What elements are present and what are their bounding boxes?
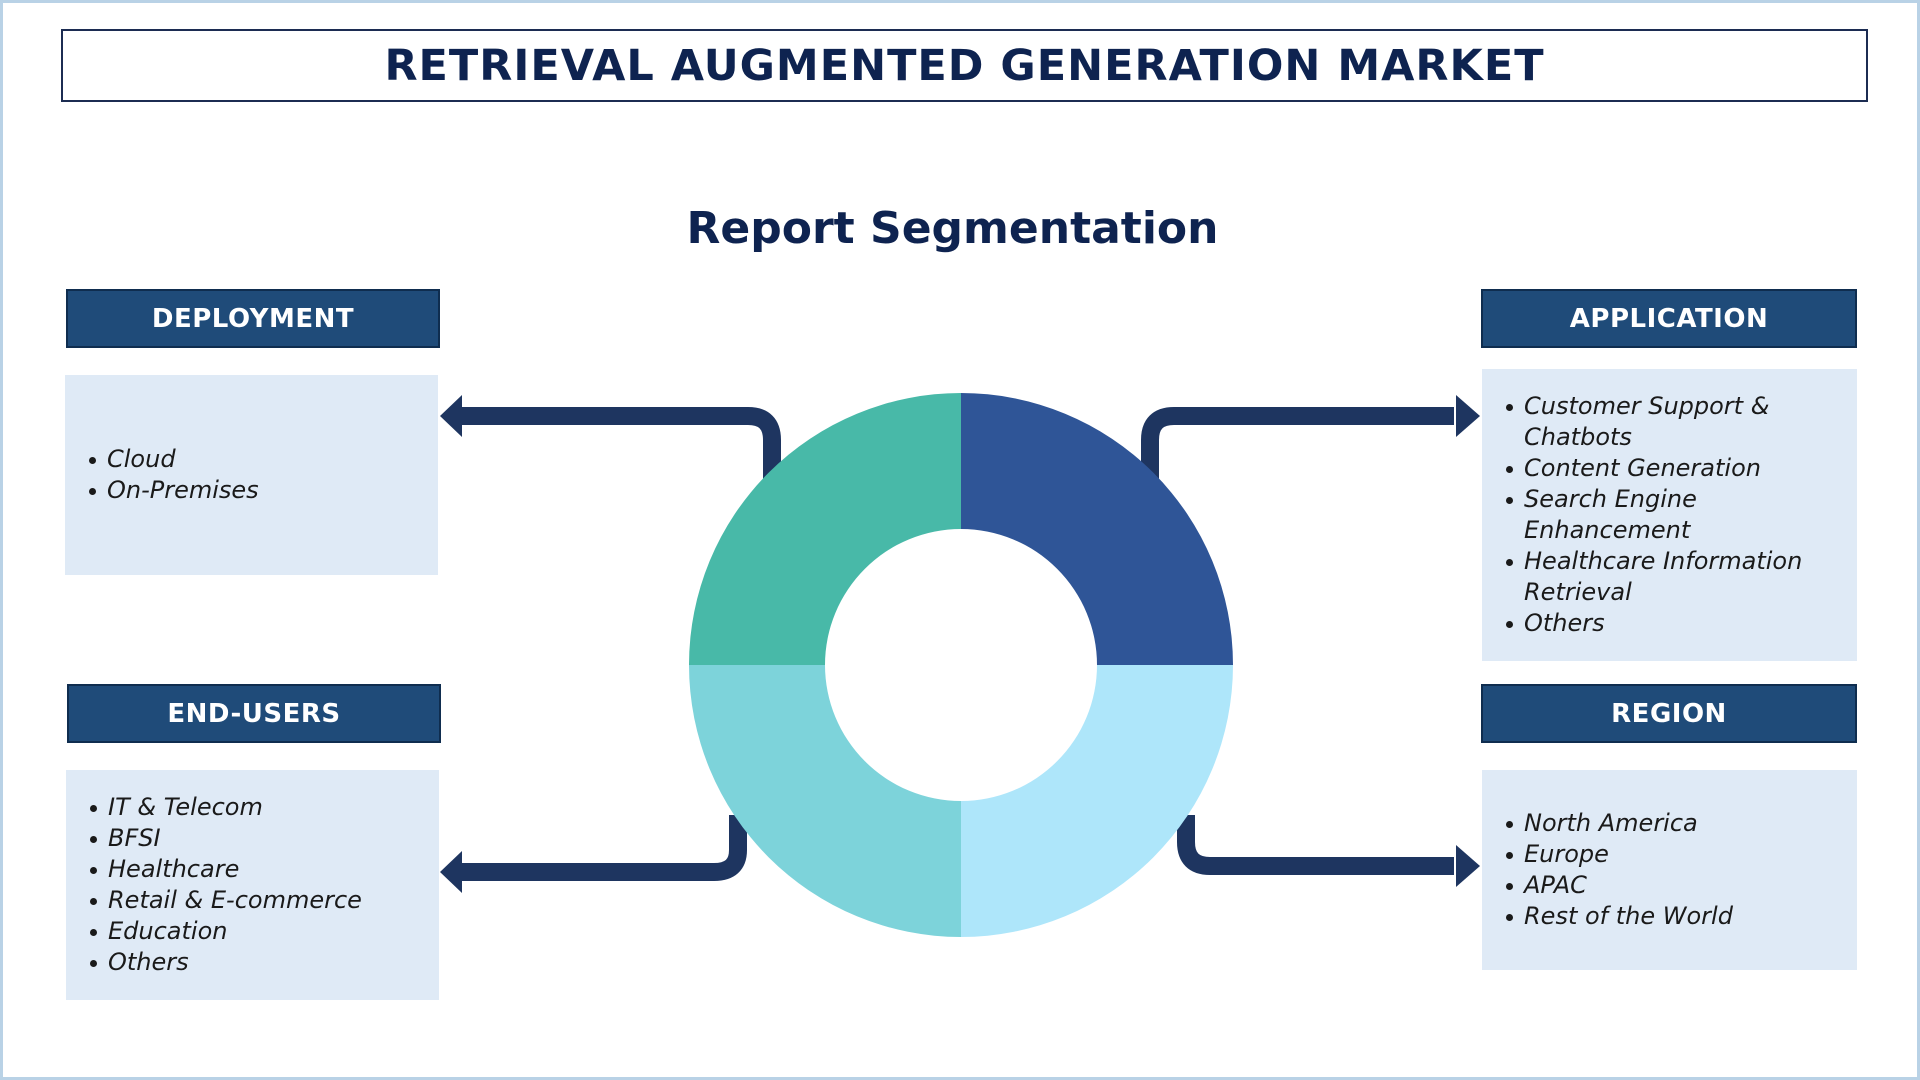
list-item: Customer Support & Chatbots [1506,391,1857,453]
donut-segment-light [961,665,1233,937]
list-item: Cloud [89,444,438,475]
donut-segment-teal [689,393,961,665]
list-item: Others [1506,608,1857,639]
list-item: Content Generation [1506,453,1857,484]
list-item: Retail & E-commerce [90,885,439,916]
connector-application [1141,407,1454,482]
list-item: Education [90,916,439,947]
region-header: REGION [1481,684,1857,743]
list-item: Others [90,947,439,978]
deployment-header: DEPLOYMENT [66,289,440,348]
list-item: IT & Telecom [90,792,439,823]
list-item: Europe [1506,839,1857,870]
title-banner: RETRIEVAL AUGMENTED GENERATION MARKET [61,29,1868,102]
connectors-group [440,395,1480,893]
page-title: RETRIEVAL AUGMENTED GENERATION MARKET [384,40,1545,91]
section-subtitle: Report Segmentation [686,203,1219,254]
list-item: On-Premises [89,475,438,506]
connector-end-users [458,815,747,881]
list-item: Healthcare Information Retrieval [1506,546,1857,608]
list-item: BFSI [90,823,439,854]
list-item: Rest of the World [1506,901,1857,932]
list-item: Search Engine Enhancement [1506,484,1857,546]
donut-segment-blue [961,393,1233,665]
list-item: APAC [1506,870,1857,901]
list-item: North America [1506,808,1857,839]
arrow-right-icon [1456,845,1480,887]
connector-region [1177,815,1454,875]
connector-deployment [458,407,781,482]
arrow-left-icon [440,395,462,437]
end-users-header: END-USERS [67,684,441,743]
arrow-left-icon [440,851,462,893]
arrow-right-icon [1456,395,1480,437]
donut-segment-cyan [689,665,961,937]
application-header: APPLICATION [1481,289,1857,348]
list-item: Healthcare [90,854,439,885]
donut-chart [689,393,1233,937]
